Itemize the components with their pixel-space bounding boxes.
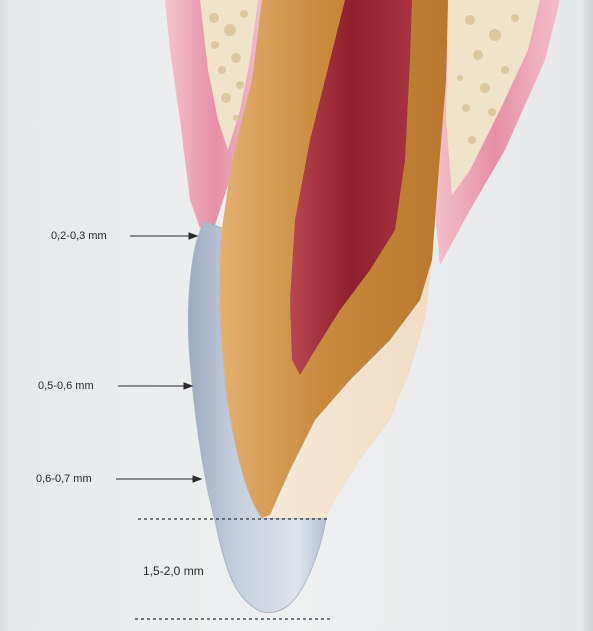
annotation-arrows	[116, 233, 201, 482]
label-middle-thickness: 0,5-0,6 mm	[38, 381, 94, 392]
label-incisal-third-thickness: 0,6-0,7 mm	[36, 474, 92, 485]
label-cervical-thickness: 0,2-0,3 mm	[51, 231, 107, 242]
label-incisal-edge-thickness: 1,5-2,0 mm	[143, 565, 204, 577]
